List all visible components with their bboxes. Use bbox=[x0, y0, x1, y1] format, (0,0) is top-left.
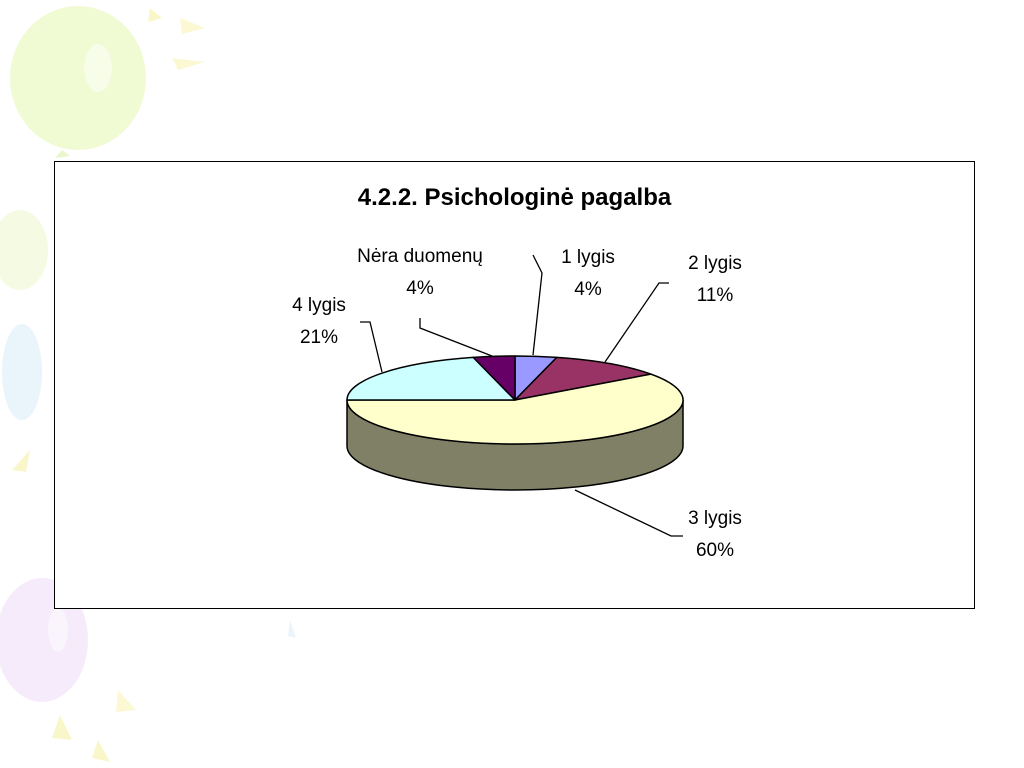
balloon-green bbox=[10, 6, 146, 150]
leader-line-1-lygis bbox=[532, 254, 543, 356]
slice-label-nera-duomenu: Nėra duomenų bbox=[357, 246, 483, 267]
slice-label-4-lygis: 4 lygis bbox=[292, 295, 346, 316]
slice-percent-4-lygis: 21% bbox=[300, 327, 338, 348]
chart-title: 4.2.2. Psichologinė pagalba bbox=[357, 184, 672, 211]
pie-slice-4-lygis bbox=[346, 356, 516, 401]
slice-percent-nera-duomenu: 4% bbox=[406, 278, 434, 299]
slice-percent-3-lygis: 60% bbox=[696, 540, 734, 561]
slice-percent-1-lygis: 4% bbox=[574, 279, 602, 300]
pie-chart: 1 lygis 4% 2 lygis 11% 3 lygis 60% 4 lygis 21% N… bbox=[292, 246, 742, 561]
balloon-blue bbox=[2, 324, 42, 420]
pie-slice-2-lygis bbox=[514, 356, 652, 401]
slice-percent-2-lygis: 11% bbox=[697, 285, 734, 306]
pie-slice-nera-duomenu bbox=[472, 355, 516, 401]
slice-label-1-lygis: 1 lygis bbox=[561, 247, 615, 268]
leader-line-2-lygis bbox=[604, 282, 669, 363]
leader-line-3-lygis bbox=[574, 489, 683, 537]
leader-line-4-lygis bbox=[360, 321, 383, 373]
balloon-purple bbox=[0, 578, 88, 702]
chart-frame: 4.2.2. Psichologinė pagalba 1 lygis 4% 2 l… bbox=[54, 161, 975, 609]
pie-slice-3-lygis bbox=[346, 373, 684, 445]
slice-label-2-lygis: 2 lygis bbox=[688, 253, 742, 274]
leader-line-nera-duomenu bbox=[419, 318, 493, 357]
slice-label-3-lygis: 3 lygis bbox=[688, 508, 742, 529]
